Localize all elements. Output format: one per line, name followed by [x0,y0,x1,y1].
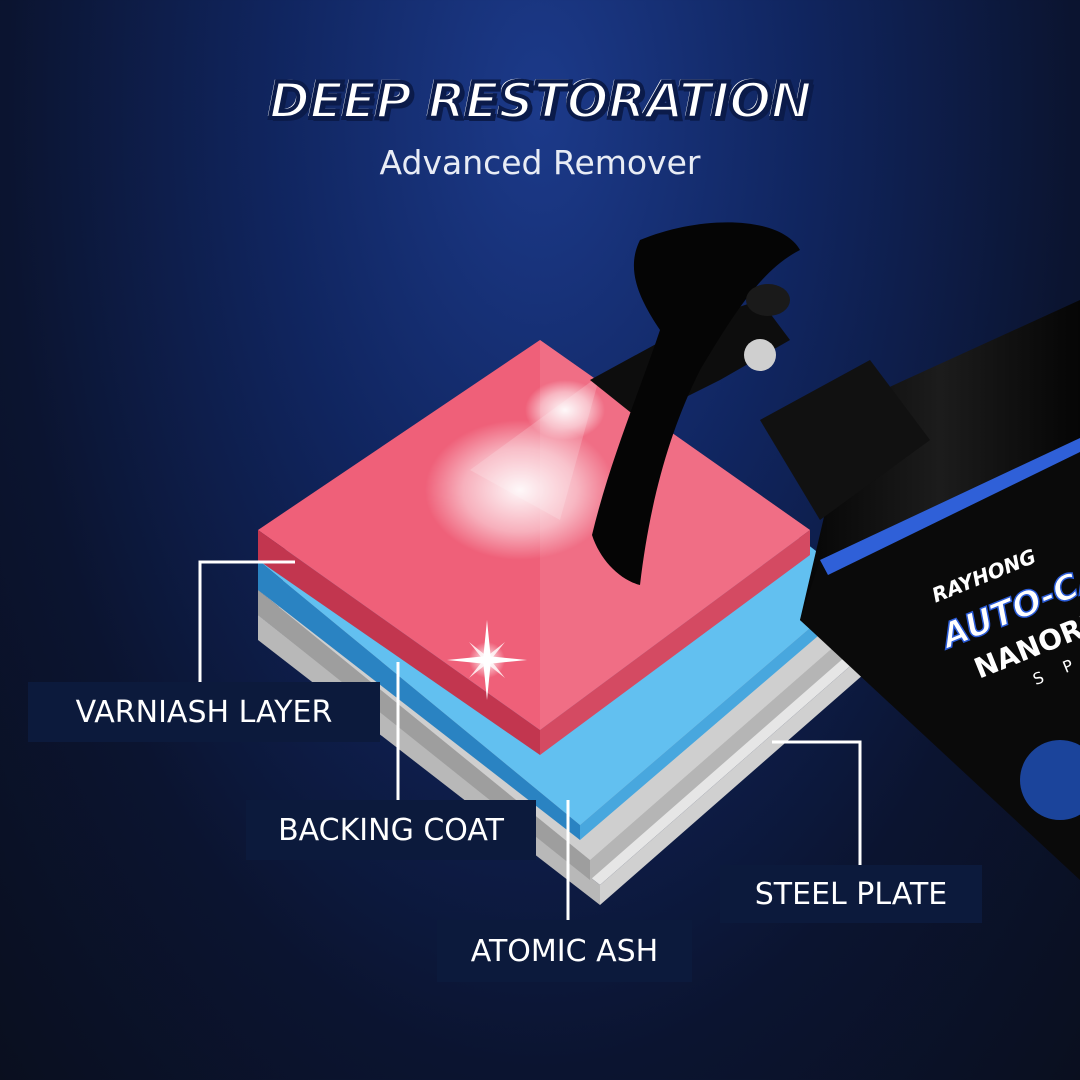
connector-lines [198,560,862,920]
label-backing-coat: BACKING COAT [246,800,536,860]
label-varniash-layer: VARNIASH LAYER [28,682,380,742]
spray-mist [425,420,615,560]
spray-bottle [590,222,1080,880]
headline-title: DEEP RESTORATION [267,70,815,132]
headline-subtitle: Advanced Remover [379,143,701,182]
sparkle-icon [447,620,527,700]
label-steel-plate: STEEL PLATE [720,865,982,923]
label-atomic-ash: ATOMIC ASH [437,920,692,982]
